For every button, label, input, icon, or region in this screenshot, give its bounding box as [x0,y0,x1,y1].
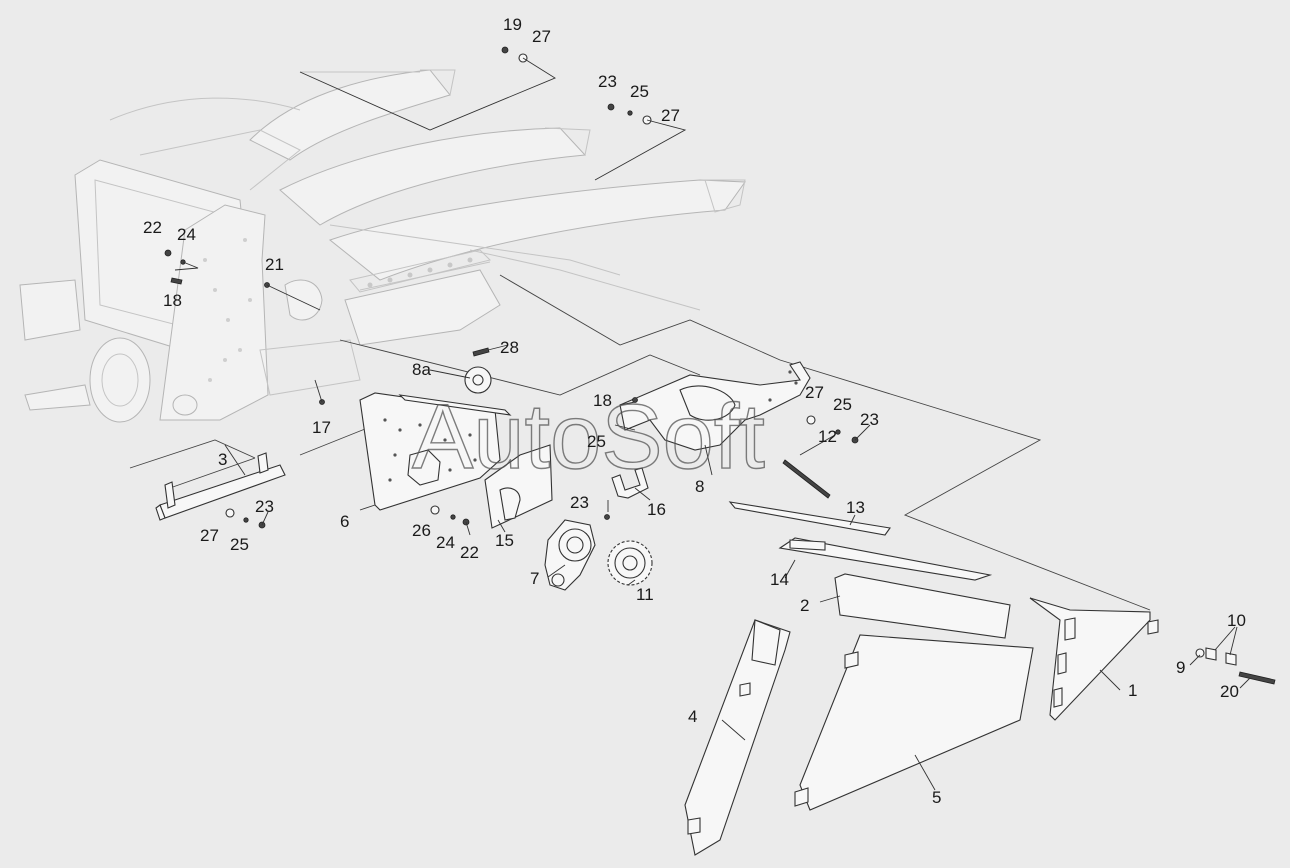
callout-25: 25 [587,432,606,451]
callout-18: 18 [593,391,612,410]
callout-15: 15 [495,531,514,550]
part-14-angle-strip [778,537,993,581]
callout-21: 21 [265,255,284,274]
callout-1: 1 [1128,681,1137,700]
callout-17: 17 [312,418,331,437]
callout-23: 23 [570,493,589,512]
callout-18: 18 [163,291,182,310]
fasteners [164,46,1276,685]
callout-25: 25 [230,535,249,554]
callout-5: 5 [932,788,941,807]
part-8a-sprocket [464,366,492,394]
callout-4: 4 [688,707,697,726]
part-1-corner-panel [1029,597,1159,721]
callout-24: 24 [177,225,196,244]
part-13-strip [728,501,891,536]
part-15-shield [484,444,553,529]
part-5-large-panel [794,634,1034,811]
callout-20: 20 [1220,682,1239,701]
callout-8: 8 [695,477,704,496]
part-28-pin [472,347,490,357]
callout-25: 25 [630,82,649,101]
callout-3: 3 [218,450,227,469]
callout-16: 16 [647,500,666,519]
part-6-side-plate [359,392,512,511]
callout-7: 7 [530,569,539,588]
part-7-tensioner [544,519,596,591]
callout-27: 27 [532,27,551,46]
callout-10: 10 [1227,611,1246,630]
callout-23: 23 [860,410,879,429]
callout-23: 23 [598,72,617,91]
callout-27: 27 [200,526,219,545]
callout-25: 25 [833,395,852,414]
callout-2: 2 [800,596,809,615]
part-16-clip [611,467,649,499]
callout-8a: 8a [412,360,431,379]
callout-19: 19 [503,15,522,34]
assembly-outline [129,274,1151,611]
callout-23: 23 [255,497,274,516]
callout-14: 14 [770,570,789,589]
callout-22: 22 [460,543,479,562]
callout-27: 27 [661,106,680,125]
callout-9: 9 [1176,658,1185,677]
part-11-sprocket [607,540,653,586]
callout-12: 12 [818,427,837,446]
callout-13: 13 [846,498,865,517]
part-2-plate [834,573,1011,639]
ghost-machine-frame [19,69,746,423]
watermark-text: AutoSoft [412,386,765,488]
callout-11: 11 [636,585,654,604]
callout-27: 27 [805,383,824,402]
callout-24: 24 [436,533,455,552]
leader-lines [174,57,1251,791]
callout-26: 26 [412,521,431,540]
callout-6: 6 [340,512,349,531]
part-4-long-plate [684,619,791,856]
callout-22: 22 [143,218,162,237]
part-8-cover [619,361,811,451]
callout-28: 28 [500,338,519,357]
part-3-mounting-bar [155,452,286,521]
callout-labels: 19 27 23 25 27 22 24 21 18 28 8a 18 17 3… [143,15,1246,807]
